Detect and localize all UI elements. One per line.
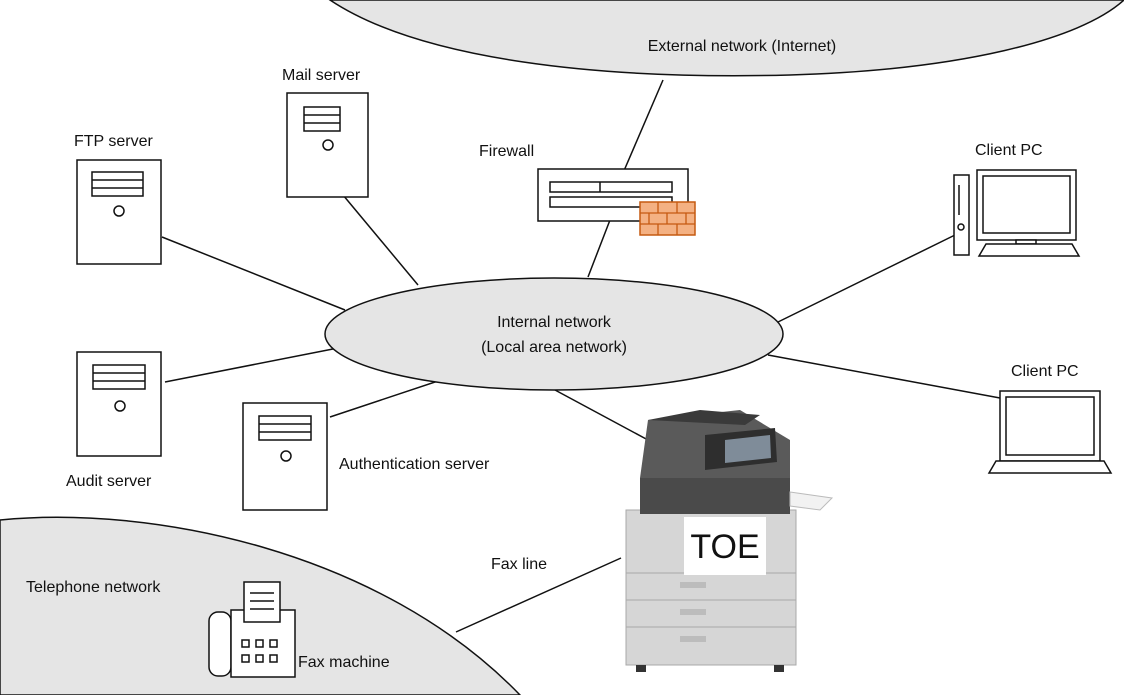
authentication-server-drive	[258, 415, 312, 441]
toe-printer: TOE	[625, 410, 834, 672]
fax-key	[255, 639, 264, 648]
keyboard-icon	[977, 243, 1081, 257]
authentication-server: Authentication server	[242, 402, 490, 511]
firewall-slot-top	[549, 181, 673, 193]
audit-server-icon	[76, 351, 162, 457]
laptop-keyboard	[987, 460, 1113, 474]
fax-paper-icon	[243, 581, 281, 623]
authentication-server-power-button	[280, 450, 292, 462]
internal-network-label-line1: Internal network	[497, 314, 612, 331]
desktop-tower-button	[957, 223, 965, 231]
printer-caster	[636, 665, 646, 672]
fax-key	[269, 654, 278, 663]
external-network-label: External network (Internet)	[648, 38, 837, 55]
fax-handset-icon	[208, 611, 232, 677]
ftp-server: FTP server	[74, 133, 162, 265]
internal-network-shape	[324, 277, 784, 391]
fax-key	[241, 639, 250, 648]
brick-wall-icon	[639, 201, 696, 236]
fax-machine-label: Fax machine	[298, 654, 390, 671]
firewall-lan-link	[587, 219, 611, 278]
external-network-shape	[328, 0, 1124, 77]
audit-server-drive	[92, 364, 146, 390]
toe-lan-link	[554, 389, 649, 441]
audit-server-link	[164, 347, 339, 383]
printer-output-tray	[640, 478, 790, 514]
printer-document-feeder	[648, 410, 760, 425]
client-pc-desktop: Client PC	[953, 142, 1081, 257]
client-pc-laptop: Client PC	[987, 363, 1113, 474]
firewall-label: Firewall	[479, 143, 534, 160]
mail-server-power-button	[322, 139, 334, 151]
desktop-tower-icon	[953, 174, 970, 256]
fax-line-label: Fax line	[491, 556, 547, 573]
fax-machine: Fax machine	[208, 581, 390, 678]
mail-server-label: Mail server	[282, 67, 361, 84]
mail-server: Mail server	[282, 67, 369, 198]
mail-server-link	[342, 194, 419, 286]
client-pc-laptop-label: Client PC	[1011, 363, 1079, 380]
authentication-server-link	[329, 380, 439, 418]
printer-drawer-handle	[680, 582, 706, 588]
telephone-network-label: Telephone network	[26, 579, 161, 596]
internal-network-label-line2: (Local area network)	[481, 339, 627, 356]
audit-server-label: Audit server	[66, 473, 152, 490]
fax-keypad	[241, 639, 278, 663]
connection-lines	[161, 79, 1001, 633]
toe-label-box	[684, 517, 766, 575]
fax-key	[269, 639, 278, 648]
fax-key	[255, 654, 264, 663]
toe-label: TOE	[690, 528, 759, 566]
ftp-server-drive	[91, 171, 144, 197]
laptop-screen	[1005, 396, 1095, 456]
ftp-server-link	[161, 236, 346, 311]
fax-line	[455, 557, 622, 633]
fax-key	[241, 654, 250, 663]
client-pc-desktop-link	[777, 234, 956, 323]
internet-firewall-link	[619, 79, 664, 181]
printer-caster	[774, 665, 784, 672]
firewall: Firewall	[479, 143, 696, 236]
client-pc-laptop-link	[767, 354, 1001, 399]
ftp-server-label: FTP server	[74, 133, 154, 150]
printer-touchscreen	[725, 435, 771, 463]
client-pc-desktop-label: Client PC	[975, 142, 1043, 159]
printer-bypass-tray	[789, 491, 834, 511]
printer-drawer-handle	[680, 636, 706, 642]
printer-drawer-handle	[680, 609, 706, 615]
external-network: External network (Internet)	[328, 0, 1124, 77]
authentication-server-label: Authentication server	[339, 456, 490, 473]
mail-server-drive	[303, 106, 341, 132]
ftp-server-power-button	[113, 205, 125, 217]
audit-server: Audit server	[66, 351, 162, 490]
monitor-screen	[982, 175, 1071, 234]
internal-network: Internal network (Local area network)	[324, 277, 784, 391]
audit-server-power-button	[114, 400, 126, 412]
